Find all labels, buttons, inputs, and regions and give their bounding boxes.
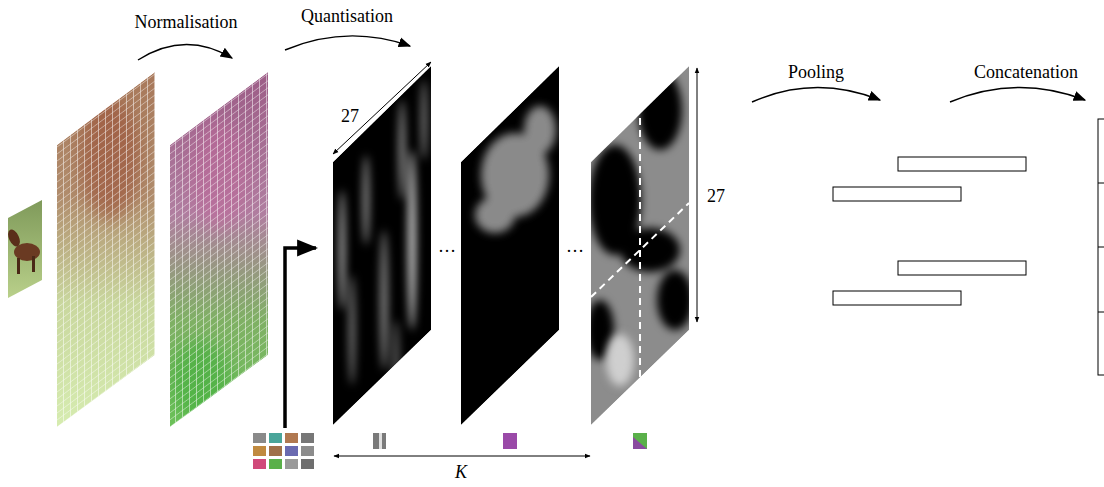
pooled-vector [833, 291, 961, 305]
blob [524, 106, 556, 154]
blob [638, 70, 682, 150]
codeword [285, 446, 298, 456]
codeword [301, 446, 314, 456]
codeword-sample [633, 433, 647, 449]
streak [421, 80, 427, 160]
map-response [475, 106, 556, 233]
step-label: Normalisation [135, 13, 238, 31]
streak [380, 230, 388, 370]
codeword [269, 459, 282, 469]
codeword [253, 446, 266, 456]
horse-leg [17, 258, 20, 274]
blob [475, 197, 515, 233]
codeword [253, 433, 266, 443]
codeword [285, 459, 298, 469]
horse-leg [32, 256, 35, 272]
dimension-label: 27 [707, 187, 725, 205]
vector-divider [1098, 183, 1104, 184]
map-ground [461, 66, 559, 425]
codeword [269, 446, 282, 456]
bright-blob [606, 334, 634, 386]
ellipsis: … [438, 237, 456, 255]
dimension-arrow [333, 62, 431, 154]
layer-fill [57, 72, 155, 427]
codeword-sample [373, 433, 386, 449]
response-map [333, 66, 431, 425]
image-background [8, 200, 42, 298]
codeword [301, 459, 314, 469]
step-label: Quantisation [301, 7, 393, 25]
streak [339, 190, 345, 310]
descriptor-layer [57, 72, 155, 427]
blob [657, 270, 693, 330]
codeword [253, 459, 266, 469]
vector-divider [1098, 247, 1104, 248]
response-map [586, 66, 693, 425]
grid-lines [170, 72, 268, 427]
pooling-split [591, 203, 689, 297]
map-ground [333, 66, 431, 425]
dimension-label: 27 [341, 107, 359, 125]
streak [408, 150, 416, 330]
vector-divider [1098, 312, 1104, 313]
streak [399, 100, 405, 200]
input-image [6, 200, 42, 298]
dimension-label: K [455, 463, 467, 481]
layer-fill [170, 72, 268, 427]
step-label: Concatenation [974, 63, 1078, 81]
pooling-split [639, 118, 641, 380]
streak [393, 320, 399, 400]
dimension-arrow [334, 456, 590, 457]
step-arrow [138, 44, 232, 60]
step-arrow [950, 87, 1085, 102]
codeword [285, 433, 298, 443]
codeword-sample [633, 437, 647, 449]
grid-lines [57, 72, 155, 427]
normalised-layer [170, 72, 268, 427]
step-arrow [752, 87, 880, 102]
blob [620, 228, 680, 272]
dimension-arrow [697, 68, 698, 322]
pooled-vector [898, 157, 1026, 171]
concatenated-vector [1098, 119, 1104, 375]
streak [349, 275, 355, 385]
map-response [339, 80, 427, 400]
codeword-sample [503, 433, 517, 449]
pooled-vector [833, 187, 961, 201]
ellipsis: … [566, 237, 584, 255]
codeword [301, 433, 314, 443]
streak [363, 155, 369, 245]
horse-head [6, 228, 23, 249]
step-label: Pooling [788, 63, 844, 81]
codeword [269, 433, 282, 443]
pooled-vector [898, 261, 1026, 275]
codebook [253, 433, 314, 469]
response-map [461, 66, 559, 425]
codeword-sample [379, 433, 382, 449]
codebook-arrow [285, 248, 316, 428]
step-arrow [285, 36, 410, 50]
